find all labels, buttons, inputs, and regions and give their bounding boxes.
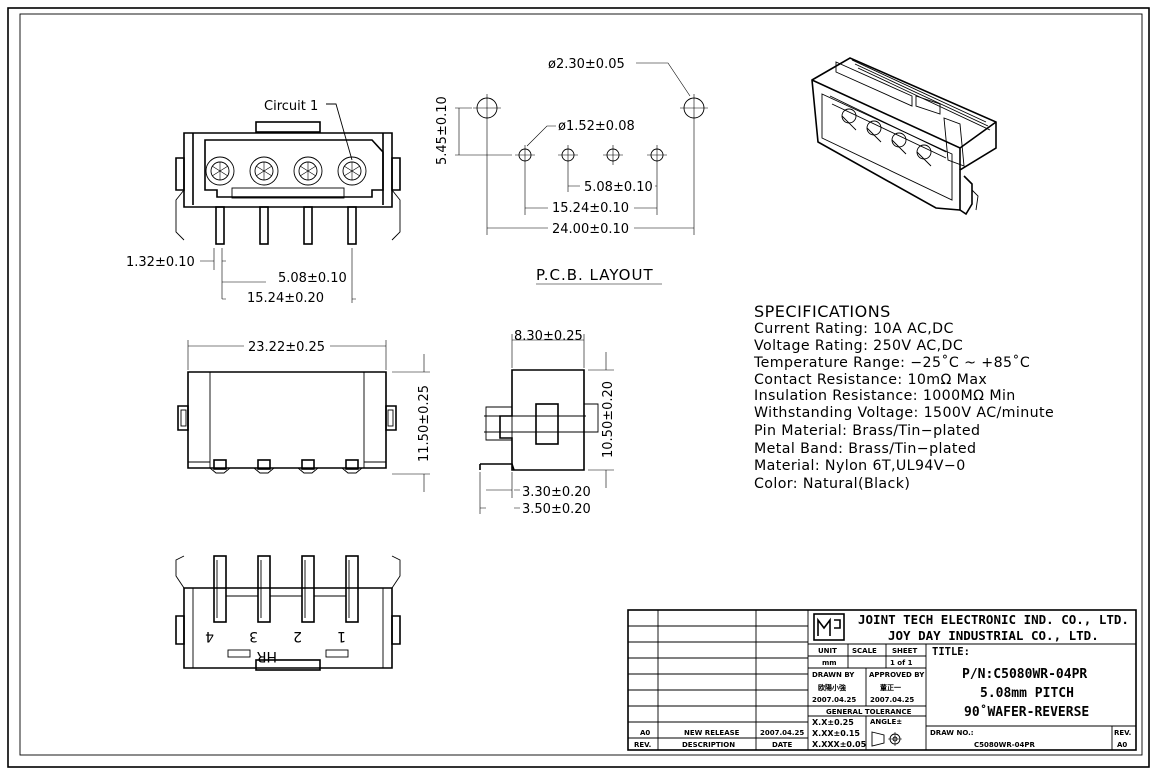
tolerance-1: X.X±0.25	[812, 718, 854, 727]
hr-marking: HR	[256, 648, 277, 664]
company-name-1: JOINT TECH ELECTRONIC IND. CO., LTD.	[858, 612, 1129, 627]
tolerance-3: X.XXX±0.05	[812, 740, 867, 749]
drawn-by-name: 欧陽小強	[818, 683, 846, 692]
specifications-block: SPECIFICATIONS Current Rating: 10A AC,DC…	[753, 302, 1054, 492]
spec-line: Insulation Resistance: 1000MΩ Min	[754, 388, 1016, 404]
rev-description: NEW RELEASE	[684, 729, 740, 737]
pcb-layout-title: P.C.B. LAYOUT	[536, 266, 654, 284]
top-offset-dim: 1.32±0.10	[126, 255, 195, 270]
unit-label: UNIT	[818, 647, 837, 655]
drawn-date: 2007.04.25	[812, 696, 856, 704]
pcb-small-hole-dim: ø1.52±0.08	[558, 119, 635, 134]
side-depth-dim: 8.30±0.25	[514, 329, 583, 344]
pitch-desc: 5.08mm PITCH	[980, 686, 1074, 701]
outer-border	[7, 7, 1150, 768]
spec-line: Material: Nylon 6T,UL94V−0	[754, 458, 966, 474]
side-foot2-dim: 3.50±0.20	[522, 502, 591, 517]
pcb-span-dim: 15.24±0.10	[552, 201, 629, 216]
side-height-dim: 10.50±0.20	[601, 381, 616, 458]
draw-no-label: DRAW NO.:	[930, 729, 974, 737]
approved-by-label: APPROVED BY	[869, 671, 925, 679]
spec-line: Metal Band: Brass/Tin−plated	[754, 441, 976, 457]
front-width-dim: 23.22±0.25	[248, 340, 325, 355]
pin-holes	[515, 145, 667, 165]
spec-line: Pin Material: Brass/Tin−plated	[754, 423, 980, 439]
spec-line: Temperature Range: −25˚C ~ +85˚C	[753, 354, 1030, 371]
pcb-layout: 5.45±0.10 ø2.30±0.05 ø1.52±0.08 5.08±0.1…	[435, 57, 708, 285]
inner-border	[19, 13, 1143, 756]
spec-line: Contact Resistance: 10mΩ Max	[754, 372, 987, 388]
pin-number: 3	[249, 628, 258, 644]
approved-date: 2007.04.25	[870, 696, 914, 704]
mounting-holes	[473, 94, 708, 122]
top-view: Circuit 1 1.32±0.10 5.08±0.10 15.24±0.20	[126, 99, 401, 306]
rev-code: A0	[640, 729, 650, 737]
top-span-dim: 15.24±0.20	[247, 291, 324, 306]
pins	[215, 206, 357, 245]
part-number: P/N:C5080WR-04PR	[962, 667, 1087, 682]
scale-label: SCALE	[852, 647, 877, 655]
sheet-label: SHEET	[892, 647, 917, 655]
tolerance-2: X.XX±0.15	[812, 729, 860, 738]
spec-line: Voltage Rating: 250V AC,DC	[754, 338, 963, 354]
unit-value: mm	[822, 659, 837, 667]
spec-heading: SPECIFICATIONS	[754, 302, 891, 321]
rev-label: REV.	[1114, 729, 1131, 737]
rev-header: REV.	[634, 741, 651, 749]
pin-number: 1	[337, 628, 346, 644]
pin-number: 4	[205, 628, 214, 644]
side-foot1-dim: 3.30±0.20	[522, 485, 591, 500]
terminal-cavities	[205, 156, 367, 186]
top-pitch-dim: 5.08±0.10	[278, 271, 347, 286]
circuit-1-label: Circuit 1	[264, 99, 318, 114]
spec-line: Color: Natural(Black)	[754, 476, 910, 492]
front-height-dim: 11.50±0.25	[417, 385, 432, 462]
draw-no-value: C5080WR-04PR	[974, 741, 1036, 749]
side-view: 8.30±0.25 10.50±0.20 3.30±0.20 3.50±0.20	[479, 329, 616, 517]
pin-number: 2	[293, 628, 302, 644]
pcb-overall-dim: 24.00±0.10	[552, 222, 629, 237]
general-tolerance: GENERAL TOLERANCE	[826, 708, 912, 716]
company-logo	[813, 613, 845, 641]
rev-date: 2007.04.25	[760, 729, 804, 737]
spec-line: Withstanding Voltage: 1500V AC/minute	[754, 405, 1054, 421]
approved-by-name: 董正一	[880, 683, 901, 692]
pcb-pitch-dim: 5.08±0.10	[584, 180, 653, 195]
rev-value: A0	[1117, 741, 1127, 749]
spec-line: Current Rating: 10A AC,DC	[754, 321, 954, 337]
isometric-view	[811, 57, 997, 216]
title-block: JOINT TECH ELECTRONIC IND. CO., LTD. JOY…	[627, 609, 1137, 751]
angle-label: ANGLE±	[870, 718, 902, 726]
sheet-value: 1 of 1	[890, 659, 913, 667]
drawn-by-label: DRAWN BY	[812, 671, 855, 679]
pin-number-labels: 4 3 2 1	[205, 628, 346, 644]
date-header: DATE	[772, 741, 792, 749]
pcb-big-hole-dim: ø2.30±0.05	[548, 57, 625, 72]
title-label: TITLE:	[932, 646, 970, 658]
projection-symbol-icon	[871, 731, 902, 747]
type-desc: 90˚WAFER-REVERSE	[964, 704, 1089, 720]
description-header: DESCRIPTION	[682, 741, 735, 749]
pcb-row-offset-dim: 5.45±0.10	[435, 96, 450, 165]
front-view: 23.22±0.25 11.50±0.25	[177, 340, 432, 492]
company-name-2: JOY DAY INDUSTRIAL CO., LTD.	[888, 628, 1099, 643]
bottom-view: 4 3 2 1 HR	[175, 555, 401, 671]
